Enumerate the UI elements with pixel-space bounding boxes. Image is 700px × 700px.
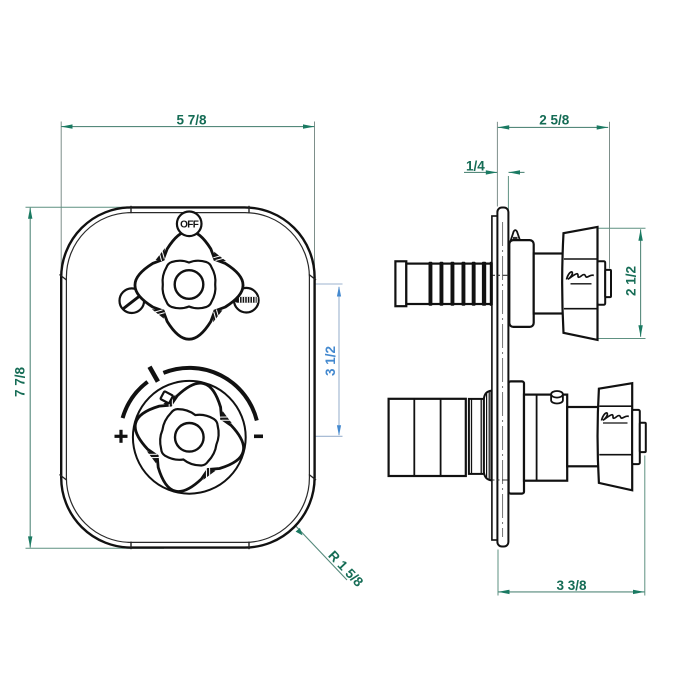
svg-text:3 3/8: 3 3/8 xyxy=(556,578,587,593)
svg-text:1/4: 1/4 xyxy=(466,158,485,173)
svg-text:2 5/8: 2 5/8 xyxy=(539,112,570,127)
svg-text:2 1/2: 2 1/2 xyxy=(624,266,639,296)
svg-text:5 7/8: 5 7/8 xyxy=(176,112,207,127)
svg-text:R 1 5/8: R 1 5/8 xyxy=(325,548,366,590)
svg-text:OFF: OFF xyxy=(180,220,199,231)
svg-text:7 7/8: 7 7/8 xyxy=(13,366,28,397)
svg-text:3 1/2: 3 1/2 xyxy=(323,346,338,376)
